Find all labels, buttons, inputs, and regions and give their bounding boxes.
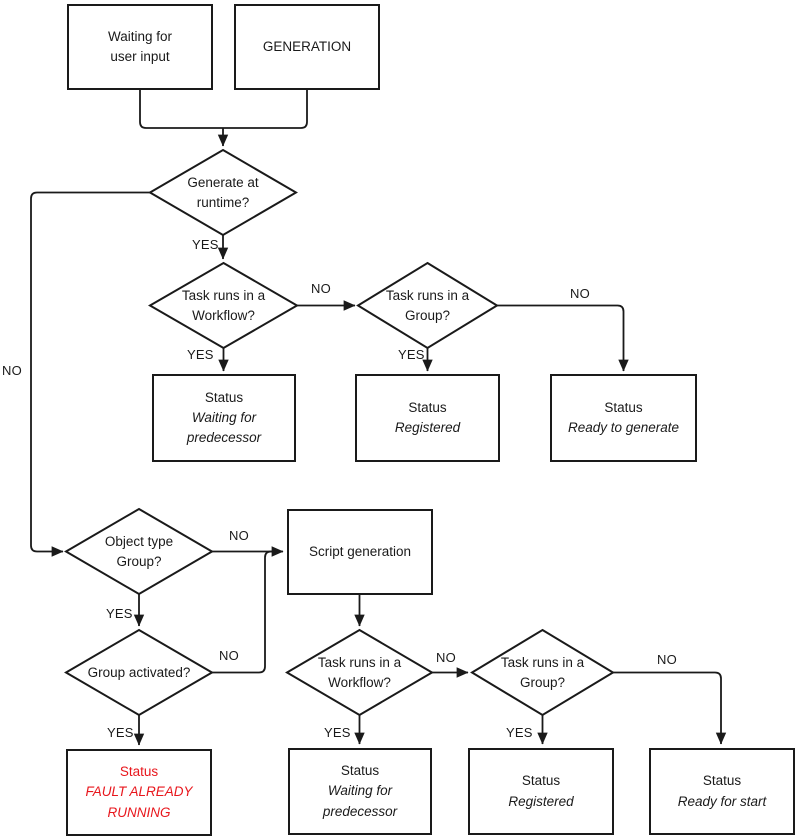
edge-group-bottom-no — [613, 671, 727, 745]
edge-generate-runtime-no — [30, 191, 150, 557]
node-status-ready-for-start: Status Ready for start — [649, 748, 795, 835]
decision-group-activated-shape — [64, 628, 214, 717]
status-title: Status — [408, 399, 447, 415]
status-value-line: Registered — [394, 420, 461, 435]
status-value-line: Ready to generate — [567, 420, 680, 435]
decision-workflow-bottom-shape — [285, 628, 434, 717]
status-value-line: FAULT ALREADY — [85, 784, 193, 800]
decision-generate-runtime-shape — [148, 148, 298, 237]
node-status-fault-already-running: Status FAULT ALREADY RUNNING — [66, 749, 212, 836]
node-label-line: Waiting for — [107, 28, 173, 44]
edge-label-no-generate-runtime: NO — [2, 363, 22, 378]
edge-label-no-group-activated: NO — [219, 648, 239, 663]
edge-label-yes-workflow-bottom: YES — [324, 725, 351, 740]
status-value-line: Registered — [508, 793, 574, 809]
decision-group-top-shape — [356, 261, 499, 350]
edge-label-yes-group-activated: YES — [107, 725, 134, 740]
node-status-waiting-predecessor-top: Status Waiting for predecessor — [152, 374, 296, 462]
node-label-line: Script generation — [308, 543, 412, 559]
node-script-generation: Script generation — [287, 509, 433, 595]
edge-merge-top-boxes — [139, 90, 308, 129]
edge-label-yes-group-top: YES — [398, 347, 425, 362]
status-title: Status — [604, 399, 643, 415]
status-title: Status — [204, 389, 244, 405]
node-label-line: user input — [110, 49, 170, 64]
edge-label-yes-object-type: YES — [106, 606, 133, 621]
node-status-registered-top: Status Registered — [355, 374, 500, 462]
status-value-line: predecessor — [186, 430, 262, 446]
status-value-line: Ready for start — [677, 793, 767, 809]
edge-label-yes-workflow-top: YES — [187, 347, 214, 362]
edge-label-yes-generate-runtime: YES — [192, 237, 219, 252]
edge-label-yes-group-bottom: YES — [506, 725, 533, 740]
edge-label-no-workflow-top: NO — [311, 281, 331, 296]
edge-group-activated-no — [212, 550, 280, 674]
decision-object-type-group-shape — [64, 507, 214, 596]
edge-label-no-group-bottom: NO — [657, 652, 677, 667]
node-generation: GENERATION — [234, 4, 380, 90]
status-value-line: RUNNING — [107, 804, 171, 820]
edge-label-no-object-type: NO — [229, 528, 249, 543]
status-title: Status — [340, 763, 380, 779]
decision-group-bottom-shape — [470, 628, 615, 717]
node-status-registered-bottom: Status Registered — [468, 748, 614, 835]
edge-label-no-group-top: NO — [570, 286, 590, 301]
decision-workflow-top-shape — [148, 261, 299, 350]
node-label-line: GENERATION — [262, 38, 352, 54]
status-title: Status — [119, 764, 159, 780]
node-waiting-user-input: Waiting for user input — [67, 4, 213, 90]
status-value-line: predecessor — [322, 803, 398, 819]
node-status-waiting-predecessor-bottom: Status Waiting for predecessor — [288, 748, 432, 835]
status-value-line: Waiting for — [191, 409, 257, 425]
node-status-ready-to-generate: Status Ready to generate — [550, 374, 697, 462]
status-value-line: Waiting for — [327, 783, 393, 799]
edge-label-no-workflow-bottom: NO — [436, 650, 456, 665]
edge-group-top-no — [497, 304, 629, 372]
status-title: Status — [702, 773, 742, 789]
status-title: Status — [521, 773, 561, 789]
